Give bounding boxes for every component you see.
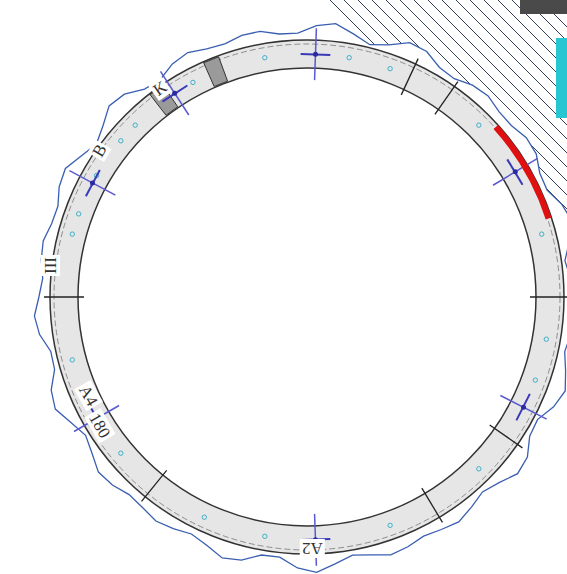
position-dot (90, 180, 95, 185)
ring-inner (78, 68, 536, 526)
position-dot (521, 405, 526, 410)
position-tick (86, 170, 100, 196)
joint-line (44, 296, 84, 297)
segment-label: K (148, 76, 172, 101)
bolt-dot (263, 55, 267, 59)
joint-line (530, 296, 567, 297)
bolt-dot (347, 55, 351, 59)
position-dot (172, 91, 177, 96)
bolt-dot (477, 123, 481, 127)
joint-line (435, 82, 458, 115)
bolt-dot (133, 123, 137, 127)
bolt-dot (388, 66, 392, 70)
segment-label: B (88, 139, 112, 162)
position-dot (513, 169, 518, 174)
segment-label: III (40, 255, 59, 276)
position-tick (516, 394, 529, 420)
joint-line (422, 488, 443, 522)
bolt-dot (533, 378, 537, 382)
bolt-dot (191, 80, 195, 84)
key-block (204, 57, 228, 87)
joint-line (401, 59, 418, 95)
bolt-dot (119, 139, 123, 143)
bolt-dot (477, 467, 481, 471)
bolt-dot (263, 534, 267, 538)
sketch-outline (34, 24, 567, 573)
ring-outer (50, 40, 564, 554)
segment-label: 180 (84, 407, 115, 442)
bolt-dot (202, 515, 206, 519)
highlight-arc (496, 127, 549, 218)
bolt-dot (540, 232, 544, 236)
bolt-dot (70, 232, 74, 236)
corner-block (520, 0, 567, 14)
bolt-dot (544, 337, 548, 341)
bolt-dot (119, 451, 123, 455)
bolt-dot (388, 523, 392, 527)
ring-marks (44, 28, 567, 566)
position-dot (313, 52, 318, 57)
joint-line (141, 470, 166, 501)
bolt-dot (70, 358, 74, 362)
position-marker (500, 396, 546, 420)
position-marker (69, 171, 115, 195)
segment-label: A4 (74, 380, 103, 411)
joint-line (490, 425, 523, 448)
segment-label: A2 (300, 539, 325, 558)
ring-line (54, 44, 560, 550)
teal-bar (556, 38, 567, 118)
bolt-dot (76, 212, 80, 216)
